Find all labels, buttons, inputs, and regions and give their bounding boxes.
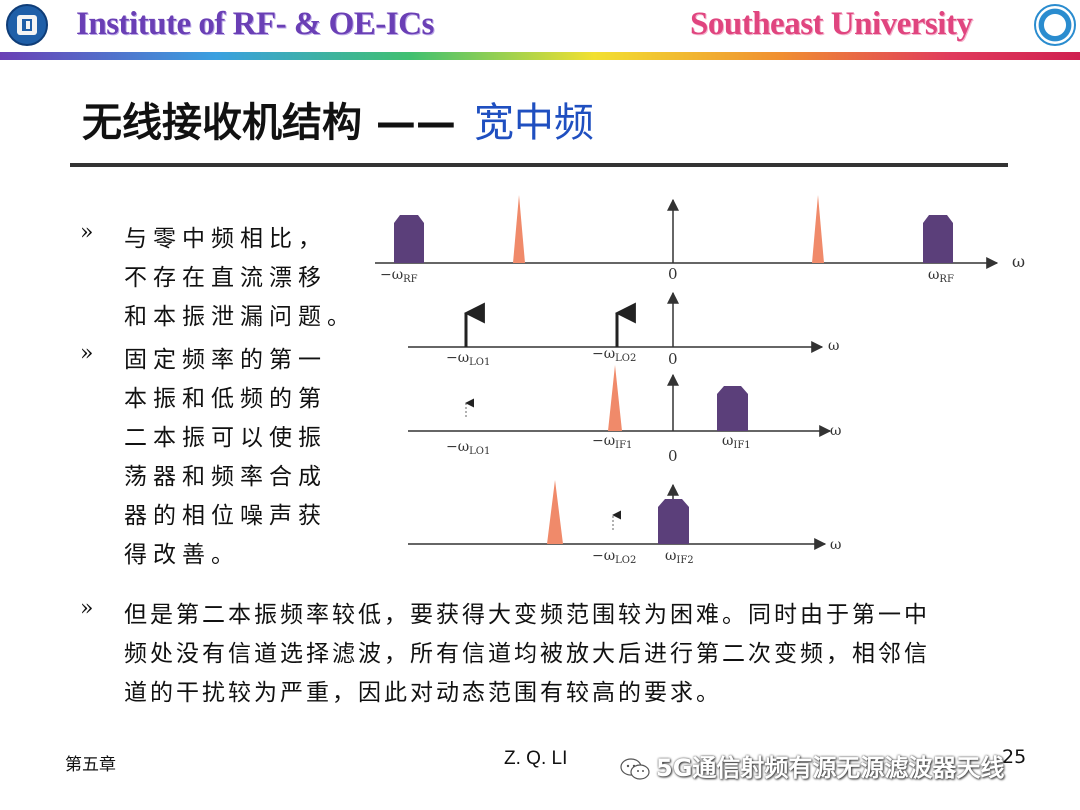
row1-rf-neg-block bbox=[394, 215, 424, 263]
label-omega-rf: ωRF bbox=[928, 267, 954, 285]
bullet-2-line-6: 得改善。 bbox=[124, 542, 240, 568]
label-omega-if1: ωIF1 bbox=[722, 433, 751, 451]
row1-zero-label: 0 bbox=[668, 265, 678, 283]
footer-page-number: 25 bbox=[1002, 746, 1027, 768]
slide-title-main: 无线接收机结构 —— bbox=[82, 100, 456, 146]
bullet-3-line-3: 道的干扰较为严重，因此对动态范围有较高的要求。 bbox=[124, 680, 722, 706]
label-minus-omega-if1: −ωIF1 bbox=[592, 433, 632, 451]
bullet-3-line-1: 但是第二本振频率较低，要获得大变频范围较为困难。同时由于第一中 bbox=[124, 602, 930, 628]
row3-if1-block bbox=[717, 386, 748, 431]
bullet-2-line-1: 固定频率的第一 bbox=[124, 347, 327, 373]
bullet-2-line-4: 荡器和频率合成 bbox=[124, 464, 327, 490]
label-minus-omega-lo1-row2: −ωLO1 bbox=[446, 350, 490, 368]
university-title: Southeast University bbox=[690, 6, 973, 42]
spectrum-diagram: ω 0 −ωRF ωRF ω 0 −ωLO1 −ωLO2 ω 0 −ωLO1 −… bbox=[375, 195, 1025, 566]
bullet-3-line-2: 频处没有信道选择滤波，所有信道均被放大后进行第二次变频，相邻信 bbox=[124, 641, 930, 667]
bullet-marker-3: » bbox=[80, 596, 94, 621]
label-minus-omega-lo2-row4: −ωLO2 bbox=[592, 548, 636, 566]
title-underline bbox=[70, 163, 1008, 167]
wechat-icon bbox=[620, 758, 650, 780]
bullet-marker-2: » bbox=[80, 341, 94, 366]
label-minus-omega-lo1-row3: −ωLO1 bbox=[446, 439, 490, 457]
row1-rf-pos-block bbox=[923, 215, 953, 263]
watermark: 5G通信射频有源无源滤波器天线 bbox=[620, 748, 1004, 783]
slide-title-accent: 宽中频 bbox=[473, 100, 594, 146]
row1-omega-label: ω bbox=[1012, 252, 1025, 271]
row2-zero-label: 0 bbox=[668, 350, 678, 368]
bullet-1-line-2: 不存在直流漂移 bbox=[124, 265, 327, 291]
label-omega-if2: ωIF2 bbox=[665, 548, 694, 566]
bullet-text-3: 但是第二本振频率较低，要获得大变频范围较为困难。同时由于第一中 频处没有信道选择… bbox=[124, 596, 994, 713]
row4-image bbox=[547, 480, 563, 544]
row4-if2-block bbox=[658, 499, 689, 544]
label-minus-omega-rf: −ωRF bbox=[380, 267, 418, 285]
footer-author: Z. Q. LI bbox=[504, 748, 568, 769]
row3-omega-label: ω bbox=[830, 423, 841, 439]
footer-chapter: 第五章 bbox=[65, 755, 116, 775]
bullet-2-line-5: 器的相位噪声获 bbox=[124, 503, 327, 529]
bullet-2-line-2: 本振和低频的第 bbox=[124, 386, 327, 412]
row3-image-if bbox=[608, 365, 622, 431]
label-minus-omega-lo2-row2: −ωLO2 bbox=[592, 346, 636, 364]
bullet-marker-1: » bbox=[80, 220, 94, 245]
bullet-text-2: 固定频率的第一 本振和低频的第 二本振可以使振 荡器和频率合成 器的相位噪声获 … bbox=[124, 341, 349, 575]
row2-omega-label: ω bbox=[828, 338, 839, 354]
header-rainbow-divider bbox=[0, 52, 1080, 60]
bullet-2-line-3: 二本振可以使振 bbox=[124, 425, 327, 451]
left-logo-icon bbox=[6, 4, 48, 46]
row4-omega-label: ω bbox=[830, 537, 841, 553]
bullet-text-1: 与零中频相比， 不存在直流漂移 和本振泄漏问题。 bbox=[124, 220, 364, 337]
university-seal-icon bbox=[1034, 4, 1076, 46]
bullet-1-line-1: 与零中频相比， bbox=[124, 226, 327, 252]
row1-image-neg bbox=[513, 195, 525, 263]
slide-title: 无线接收机结构 —— 宽中频 bbox=[82, 90, 594, 148]
bullet-1-line-3: 和本振泄漏问题。 bbox=[124, 304, 356, 330]
institute-title: Institute of RF- & OE-ICs bbox=[76, 6, 434, 42]
watermark-text: 5G通信射频有源无源滤波器天线 bbox=[656, 754, 1005, 782]
row1-image-pos bbox=[812, 195, 824, 263]
row3-zero-label: 0 bbox=[668, 447, 678, 465]
